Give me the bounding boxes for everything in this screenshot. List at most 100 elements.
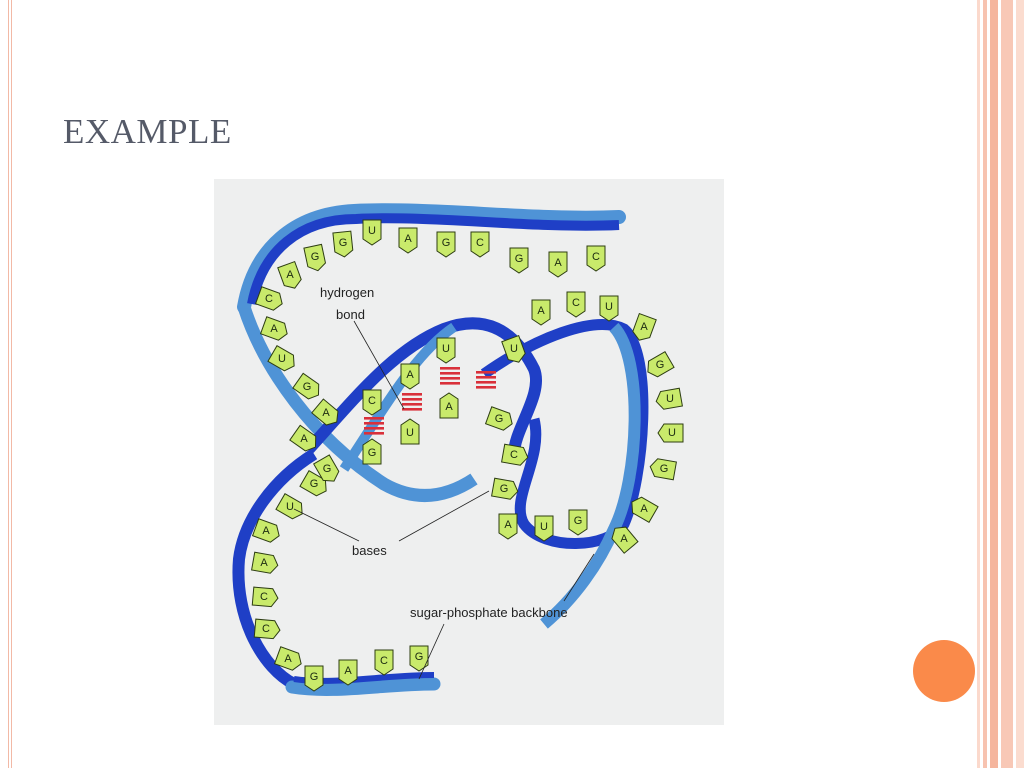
base-inner_bottom-0: A bbox=[498, 513, 518, 540]
base-letter: C bbox=[262, 623, 270, 635]
base-helix_side-0: G bbox=[299, 470, 327, 497]
base-lower_left_strand-5: A bbox=[273, 646, 302, 671]
base-shape bbox=[311, 398, 339, 426]
base-letter: C bbox=[368, 395, 376, 407]
base-helix_upper-2: U bbox=[436, 337, 456, 364]
hydrogen-bond-stripe bbox=[364, 427, 384, 430]
base-letter: U bbox=[368, 225, 376, 237]
base-extra_bases-0: U bbox=[501, 334, 526, 363]
base-letter: G bbox=[574, 515, 583, 527]
base-helix_lower-2: A bbox=[439, 392, 459, 419]
base-loop_strand-1: C bbox=[566, 291, 586, 318]
base-shape bbox=[332, 230, 354, 258]
base-shape bbox=[531, 299, 551, 326]
base-shape bbox=[649, 458, 677, 481]
base-left_strand-2: U bbox=[267, 345, 295, 372]
base-lower_left_strand-1: A bbox=[251, 518, 280, 543]
base-letter: C bbox=[510, 449, 518, 461]
backbone-top-dark bbox=[247, 213, 620, 305]
base-letter: U bbox=[286, 501, 294, 513]
base-letter: A bbox=[322, 407, 330, 419]
base-letter: G bbox=[339, 237, 348, 249]
base-top_strand-6: C bbox=[470, 231, 490, 258]
base-shape bbox=[398, 227, 418, 254]
base-loop_strand-9: A bbox=[611, 526, 639, 554]
slide-frame-right-stripe bbox=[1016, 0, 1024, 768]
base-top_strand-5: G bbox=[436, 231, 456, 258]
base-shape bbox=[484, 406, 513, 431]
sugar-phosphate-backbone bbox=[232, 203, 649, 696]
base-letter: A bbox=[537, 305, 545, 317]
hydrogen-bond-stripe bbox=[402, 393, 422, 396]
hydrogen-bond-stripe bbox=[440, 377, 460, 380]
base-shape bbox=[566, 291, 586, 318]
base-inner_bottom-2: G bbox=[568, 509, 588, 536]
base-left_strand-0: C bbox=[254, 286, 283, 311]
base-shape bbox=[599, 295, 619, 322]
base-top_strand-0: A bbox=[277, 260, 302, 289]
slide-frame-right-stripe bbox=[1001, 0, 1013, 768]
base-letter: A bbox=[445, 401, 453, 413]
base-helix_upper-1: A bbox=[400, 363, 420, 390]
hydrogen-bond-stripe bbox=[476, 381, 496, 384]
base-shape bbox=[400, 363, 420, 390]
base-letter: C bbox=[260, 591, 268, 603]
base-letter: A bbox=[404, 233, 412, 245]
base-loop_strand-3: A bbox=[632, 312, 657, 341]
base-letter: G bbox=[495, 413, 504, 425]
bases-label: bases bbox=[352, 543, 387, 558]
base-shape bbox=[568, 509, 588, 536]
base-letter: A bbox=[260, 557, 268, 569]
base-loop_strand-5: U bbox=[655, 387, 683, 410]
backbone-lower-dark bbox=[232, 448, 318, 690]
base-letter: A bbox=[286, 269, 294, 281]
base-shape bbox=[303, 243, 327, 272]
hydrogen-bond-stripe bbox=[476, 386, 496, 389]
base-shape bbox=[439, 392, 459, 419]
base-shape bbox=[362, 438, 382, 465]
base-letter: A bbox=[620, 533, 628, 545]
base-letter: U bbox=[540, 521, 548, 533]
base-helix_side-2: C bbox=[501, 443, 529, 466]
base-loop_strand-8: A bbox=[631, 496, 659, 523]
base-left_strand-4: A bbox=[311, 398, 339, 426]
hydrogen-bond-stripe bbox=[476, 376, 496, 379]
base-shape bbox=[631, 496, 659, 523]
base-helix_lower-0: G bbox=[362, 438, 382, 465]
base-letter: G bbox=[368, 447, 377, 459]
base-top_strand-4: A bbox=[398, 227, 418, 254]
base-shape bbox=[470, 231, 490, 258]
base-shape bbox=[491, 477, 519, 500]
base-letter: A bbox=[270, 323, 278, 335]
base-letter: A bbox=[262, 525, 270, 537]
base-letter: U bbox=[510, 343, 518, 355]
base-letter: G bbox=[515, 253, 524, 265]
hydrogen-bond-stripe bbox=[364, 422, 384, 425]
base-extra_bases-1: G bbox=[313, 454, 340, 482]
base-shape bbox=[259, 316, 288, 341]
base-top_strand-2: G bbox=[332, 230, 354, 258]
base-letter: U bbox=[442, 343, 450, 355]
base-shape bbox=[362, 219, 382, 246]
base-shape bbox=[611, 526, 639, 554]
backbone-bottom-light bbox=[285, 677, 441, 696]
base-shape bbox=[409, 645, 429, 672]
base-letter: G bbox=[415, 651, 424, 663]
base-top_strand-3: U bbox=[362, 219, 382, 246]
base-letter: A bbox=[406, 369, 414, 381]
base-letter: G bbox=[442, 237, 451, 249]
base-shape bbox=[657, 423, 684, 443]
hydrogen-bond-stripe bbox=[364, 417, 384, 420]
hydrogen-bond-stripe bbox=[440, 367, 460, 370]
base-shape bbox=[501, 443, 529, 466]
base-top_strand-1: G bbox=[303, 243, 327, 272]
base-shape bbox=[498, 513, 518, 540]
pointer-backbone-b bbox=[563, 553, 595, 602]
base-shape bbox=[289, 424, 317, 452]
base-bottom_strand-1: A bbox=[338, 659, 358, 686]
base-left_strand-3: G bbox=[292, 372, 320, 400]
pointer-bases-b bbox=[398, 490, 490, 542]
hydrogen-bond-stripe bbox=[440, 382, 460, 385]
